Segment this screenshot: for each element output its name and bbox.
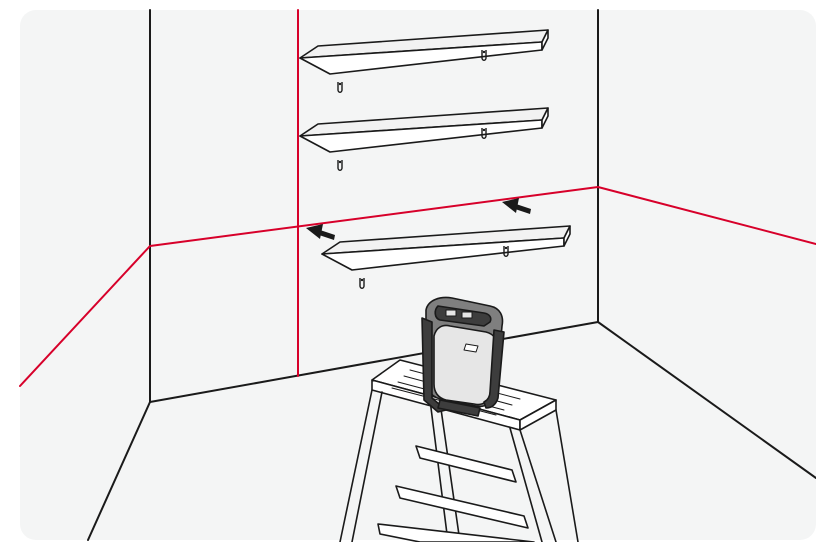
shelf-bracket-screw bbox=[482, 50, 486, 54]
horizontal-line-back-wall bbox=[149, 186, 599, 247]
ladder-steps bbox=[377, 445, 535, 542]
shelf-bracket bbox=[503, 246, 509, 257]
arrow-head bbox=[306, 224, 323, 239]
shelf-bracket bbox=[359, 278, 365, 289]
shelf-icon bbox=[299, 107, 549, 171]
shelf-bracket-screw bbox=[504, 246, 508, 250]
shelf-bracket-screw bbox=[338, 160, 342, 164]
shelf-bracket-screw bbox=[360, 278, 364, 282]
shelf-side-edge bbox=[541, 29, 549, 51]
tool-window-aperture-right bbox=[461, 311, 473, 319]
room-walls bbox=[87, 9, 816, 541]
arrow-icon bbox=[306, 224, 335, 240]
arrow-icon bbox=[502, 198, 531, 214]
tool-handle bbox=[463, 343, 479, 353]
shelf-icon bbox=[321, 225, 571, 289]
tool-front-face bbox=[433, 324, 498, 406]
shelf-bracket bbox=[337, 160, 343, 171]
arrow-head bbox=[502, 198, 519, 213]
shelf-side-edge bbox=[541, 107, 549, 129]
horizontal-line-left-wall bbox=[19, 245, 151, 387]
back-wall-floor-line bbox=[149, 321, 599, 403]
laser-lines bbox=[19, 9, 816, 387]
arrows bbox=[306, 198, 531, 240]
tool-base bbox=[437, 399, 481, 417]
line-laser-tool-icon bbox=[421, 296, 505, 417]
shelf-bracket bbox=[481, 50, 487, 61]
horizontal-line-right-wall bbox=[597, 186, 816, 245]
right-floor-line bbox=[597, 321, 816, 479]
shelf-bracket bbox=[481, 128, 487, 139]
ladder-legs bbox=[339, 389, 579, 542]
shelf-bracket-screw bbox=[482, 128, 486, 132]
background-panel bbox=[20, 10, 816, 540]
shelf-side-edge bbox=[563, 225, 571, 247]
shelf-bracket bbox=[337, 82, 343, 93]
left-floor-line bbox=[87, 401, 151, 541]
tool-window-aperture-left bbox=[445, 309, 457, 317]
tool-right-bumper bbox=[483, 329, 505, 409]
shelf-bracket-screw bbox=[338, 82, 342, 86]
shelf-icon bbox=[299, 29, 549, 93]
shelves bbox=[299, 29, 571, 289]
